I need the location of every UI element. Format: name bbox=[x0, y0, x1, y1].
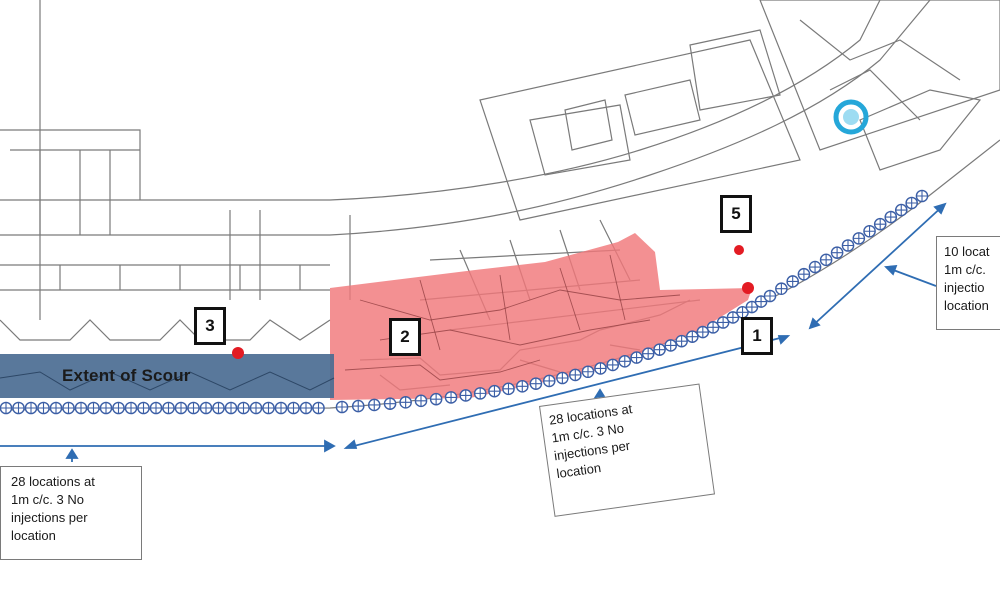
cyan-target-icon bbox=[833, 99, 869, 135]
circled-plus-icon bbox=[894, 203, 908, 217]
circled-plus-icon bbox=[863, 224, 876, 238]
circled-plus-icon bbox=[287, 401, 300, 415]
circled-plus-icon bbox=[162, 401, 175, 415]
circled-plus-icon bbox=[399, 396, 412, 409]
circled-plus-icon bbox=[515, 380, 529, 393]
circled-plus-icon bbox=[444, 391, 458, 404]
circled-plus-icon bbox=[664, 339, 677, 352]
circled-plus-icon bbox=[873, 217, 887, 231]
circled-plus-icon bbox=[137, 401, 150, 415]
red-dot-icon bbox=[232, 347, 244, 359]
circled-plus-icon bbox=[124, 401, 138, 415]
red-dot-icon bbox=[742, 282, 754, 294]
circled-plus-icon bbox=[808, 260, 822, 274]
circled-plus-icon bbox=[335, 400, 349, 414]
circled-plus-icon bbox=[24, 401, 38, 415]
circled-plus-icon bbox=[716, 316, 730, 329]
circled-plus-icon bbox=[112, 401, 125, 415]
circled-plus-icon bbox=[367, 398, 381, 412]
circled-plus-icon bbox=[529, 377, 543, 390]
circled-plus-icon bbox=[641, 347, 655, 360]
circled-plus-icon bbox=[830, 246, 844, 259]
callout-middle-injections: 28 locations at 1m c/c. 3 No injections … bbox=[539, 383, 716, 517]
circled-plus-icon bbox=[49, 401, 63, 415]
dimension-arrows bbox=[0, 202, 947, 462]
circled-plus-icon bbox=[763, 289, 777, 303]
injection-point-row bbox=[0, 189, 929, 415]
circled-plus-icon bbox=[775, 282, 788, 296]
circled-plus-icon bbox=[686, 330, 699, 343]
red-dot-icon bbox=[734, 245, 744, 255]
circled-plus-icon bbox=[726, 311, 740, 324]
circled-plus-icon bbox=[199, 401, 213, 415]
circled-plus-icon bbox=[618, 355, 632, 368]
circled-plus-icon bbox=[37, 401, 50, 415]
callout-left-injections: 28 locations at 1m c/c. 3 No injections … bbox=[0, 466, 142, 560]
circled-plus-icon bbox=[556, 371, 569, 385]
location-marker-2: 2 bbox=[389, 318, 421, 356]
circled-plus-icon bbox=[675, 334, 688, 348]
circled-plus-icon bbox=[819, 253, 833, 267]
circled-plus-icon bbox=[459, 389, 473, 402]
circled-plus-icon bbox=[542, 374, 556, 388]
circled-plus-icon bbox=[502, 382, 515, 396]
circled-plus-icon bbox=[473, 387, 487, 400]
circled-plus-icon bbox=[312, 401, 325, 415]
circled-plus-icon bbox=[249, 401, 263, 415]
circled-plus-icon bbox=[62, 401, 75, 415]
circled-plus-icon bbox=[262, 401, 275, 415]
circled-plus-icon bbox=[12, 401, 25, 415]
circled-plus-icon bbox=[754, 295, 768, 308]
circled-plus-icon bbox=[429, 392, 443, 406]
circled-plus-icon bbox=[274, 401, 288, 415]
circled-plus-icon bbox=[0, 401, 13, 415]
highlight-linework bbox=[344, 254, 681, 381]
circled-plus-icon bbox=[594, 362, 607, 375]
circled-plus-icon bbox=[884, 210, 898, 224]
circled-plus-icon bbox=[187, 401, 200, 415]
circled-plus-icon bbox=[653, 343, 666, 356]
circled-plus-icon bbox=[786, 275, 799, 288]
circled-plus-icon bbox=[414, 394, 428, 408]
location-marker-5: 5 bbox=[720, 195, 752, 233]
circled-plus-icon bbox=[224, 401, 238, 415]
circled-plus-icon bbox=[383, 397, 397, 411]
callout-right-injections: 10 locat 1m c/c. injectio location bbox=[936, 236, 1000, 330]
circled-plus-icon bbox=[212, 401, 225, 415]
location-marker-3: 3 bbox=[194, 307, 226, 345]
circled-plus-icon bbox=[797, 267, 811, 281]
circled-plus-icon bbox=[149, 401, 163, 415]
circled-plus-icon bbox=[74, 401, 88, 415]
circled-plus-icon bbox=[237, 401, 250, 415]
circled-plus-icon bbox=[569, 368, 582, 382]
circled-plus-icon bbox=[606, 358, 620, 372]
highlighted-repair-area bbox=[330, 233, 752, 400]
circled-plus-icon bbox=[745, 300, 759, 314]
circled-plus-icon bbox=[174, 401, 188, 415]
circled-plus-icon bbox=[905, 196, 918, 210]
extent-of-scour-label: Extent of Scour bbox=[62, 366, 191, 385]
circled-plus-icon bbox=[841, 239, 855, 252]
circled-plus-icon bbox=[87, 401, 100, 415]
circled-plus-icon bbox=[299, 401, 313, 415]
circled-plus-icon bbox=[915, 189, 929, 203]
location-marker-1: 1 bbox=[741, 317, 773, 355]
circled-plus-icon bbox=[696, 325, 710, 339]
circled-plus-icon bbox=[706, 321, 720, 334]
circled-plus-icon bbox=[630, 351, 643, 364]
circled-plus-icon bbox=[852, 232, 866, 245]
circled-plus-icon bbox=[99, 401, 113, 415]
scour-linework bbox=[0, 371, 335, 391]
circled-plus-icon bbox=[351, 399, 365, 413]
circled-plus-icon bbox=[581, 365, 595, 379]
circled-plus-icon bbox=[488, 384, 501, 398]
